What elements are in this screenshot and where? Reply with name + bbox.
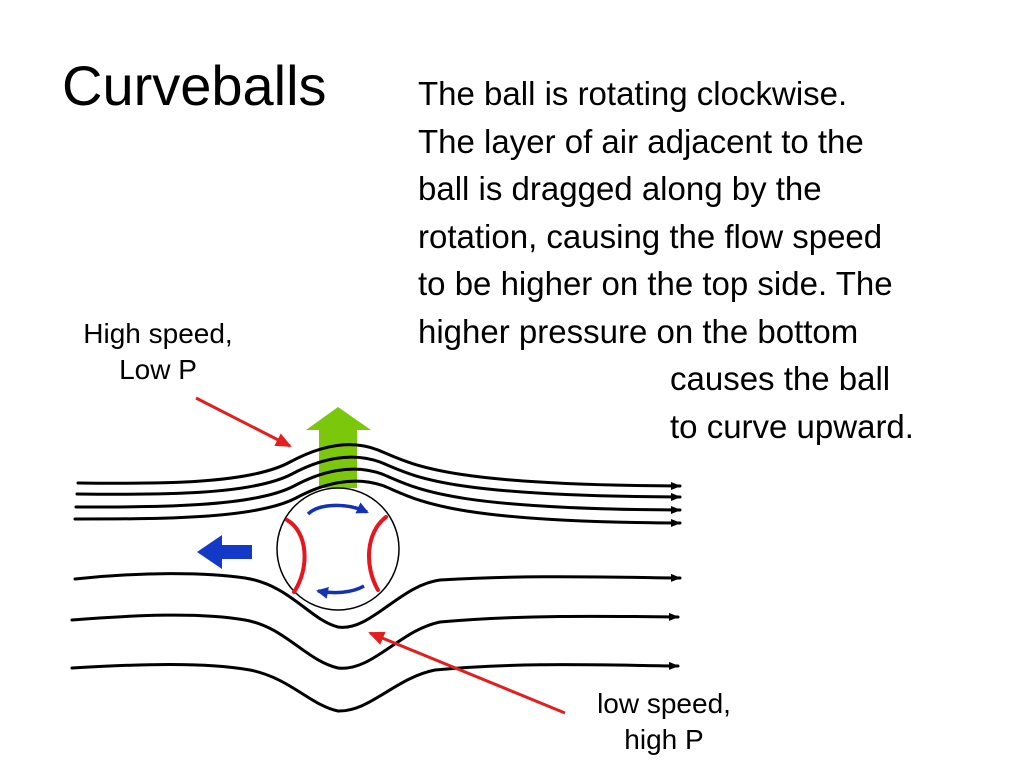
low-speed-label: low speed, high P — [564, 686, 764, 758]
baseball — [276, 487, 400, 611]
streamline — [70, 612, 680, 670]
explanation-text: The ball is rotating clockwise. The laye… — [418, 70, 1018, 450]
explanation-line: ball is dragged along by the — [418, 170, 822, 207]
clockwise-rotation-icon — [306, 502, 369, 516]
high-speed-pointer-arrow — [195, 396, 292, 448]
explanation-line: The layer of air adjacent to the — [418, 122, 864, 160]
baseball-seam — [285, 518, 307, 594]
low-speed-label-line2: high P — [624, 724, 704, 755]
baseball-seam — [367, 515, 388, 592]
clockwise-rotation-icon — [316, 584, 365, 599]
explanation-line: rotation, causing the flow speed — [418, 217, 883, 255]
streamline — [76, 443, 682, 490]
low-speed-label-line1: low speed, — [597, 688, 731, 719]
slide-title: Curveballs — [62, 54, 327, 117]
high-speed-label-line1: High speed, — [83, 318, 233, 349]
explanation-line: higher pressure on the bottom — [418, 312, 859, 350]
explanation-line: The ball is rotating clockwise. — [418, 75, 848, 112]
explanation-line: to be higher on the top side. The — [418, 265, 893, 302]
streamline — [74, 467, 682, 514]
explanation-line: to curve upward. — [670, 407, 914, 445]
explanation-line: causes the ball — [670, 360, 891, 397]
streamline — [70, 661, 680, 713]
high-speed-label-line2: Low P — [119, 354, 197, 385]
streamline — [75, 455, 682, 501]
high-speed-label: High speed, Low P — [58, 316, 258, 388]
streamline — [73, 572, 682, 629]
streamline — [73, 479, 682, 527]
low-speed-pointer-arrow — [368, 631, 566, 715]
arrow-left-icon — [197, 535, 252, 569]
